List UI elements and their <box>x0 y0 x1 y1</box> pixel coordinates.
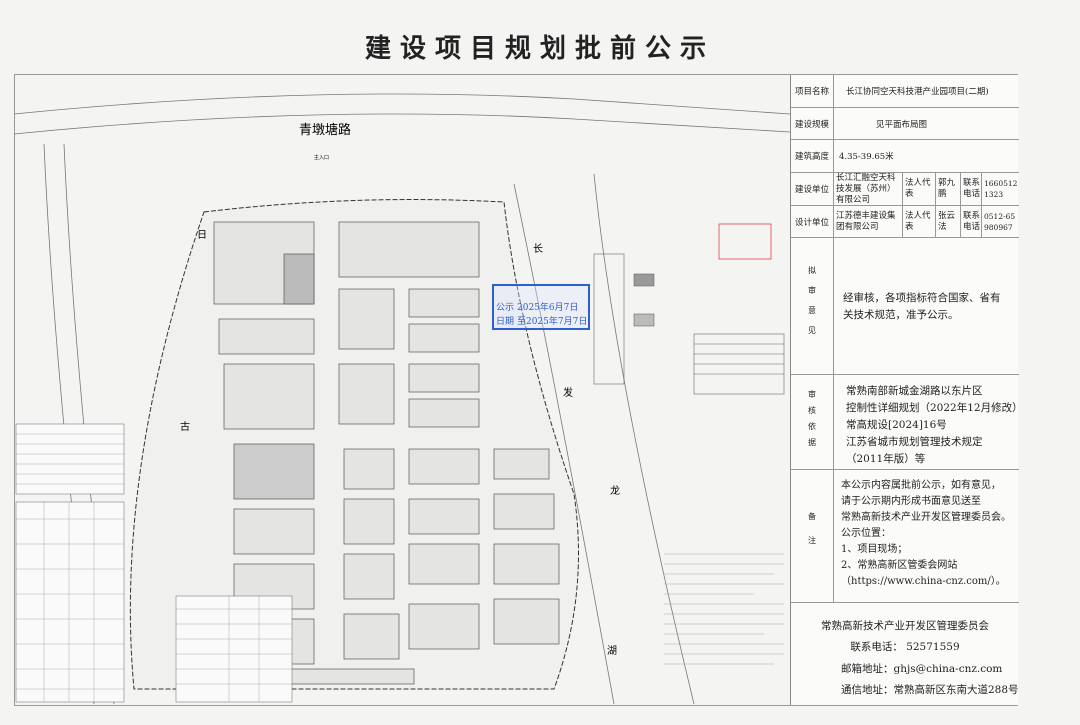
contact-address: 通信地址：常熟高新区东南大道288号 <box>841 684 1019 696</box>
notes-line: 常熟高新技术产业开发区管理委员会。 <box>841 512 1011 523</box>
stamp-label: 日期 <box>496 317 515 327</box>
side-label: 日 <box>197 230 207 241</box>
entrance-label: 主入口 <box>314 154 329 161</box>
row-height: 建筑高度 4.35-39.65米 <box>791 140 1019 173</box>
red-approval-stamp <box>718 223 772 260</box>
basis-line: 江苏省城市规划管理技术规定 <box>846 436 983 448</box>
row-opinion: 拟审意见 经审核，各项指标符合国家、省有关技术规范，准予公示。 <box>791 238 1019 375</box>
row-project-name: 项目名称 长江协同空天科技港产业园项目(二期) <box>791 75 1019 108</box>
notes-line: 请于公示期内形成书面意见送至 <box>841 496 981 507</box>
project-name: 长江协同空天科技港产业园项目(二期) <box>846 87 989 97</box>
contact-phone: 联系电话： 52571559 <box>850 641 960 653</box>
basis-line: 常熟南部新城金湖路以东片区 <box>846 385 983 397</box>
publicity-date-stamp: 公示 日期 2025年6月7日 至2025年7月7日 <box>492 284 590 330</box>
designer-rep: 张云法 <box>936 206 961 237</box>
designer: 江苏德丰建设集团有限公司 <box>834 206 903 237</box>
page-title: 建设项目规划批前公示 <box>364 34 715 64</box>
stamp-to-date: 至2025年7月7日 <box>517 317 588 327</box>
side-label: 长 <box>533 243 543 255</box>
label: 法人代表 <box>903 206 936 237</box>
site-plan-map: 青墩塘路 主入口 日 古 长 发 龙 湖 <box>14 93 790 705</box>
row-designer: 设计单位 江苏德丰建设集团有限公司 法人代表 张云法 联系电话 0512-659… <box>791 206 1019 238</box>
stamp-label: 公示 <box>496 303 515 313</box>
building-blocks <box>213 221 560 685</box>
label: 联系电话 <box>961 173 982 205</box>
notes-line: 公示位置： <box>841 528 891 539</box>
label: 建筑高度 <box>791 140 834 172</box>
info-panel: 项目名称 长江协同空天科技港产业园项目(二期) 建设规模 见平面布局图 建筑高度… <box>790 75 1023 705</box>
basis-line: 控制性详细规划（2022年12月修改） <box>846 402 1023 414</box>
notes-line: 本公示内容属批前公示，如有意见， <box>841 480 1001 491</box>
side-label: 龙 <box>610 484 620 497</box>
label: 联系电话 <box>961 206 982 237</box>
row-scale: 建设规模 见平面布局图 <box>791 108 1019 140</box>
label: 拟审意见 <box>791 238 834 374</box>
stamp-from-date: 2025年6月7日 <box>517 303 579 313</box>
contact-email[interactable]: 邮箱地址：ghjs@china-cnz.com <box>841 663 1003 675</box>
label: 备注 <box>791 470 834 602</box>
row-notes: 备注 本公示内容属批前公示，如有意见， 请于公示期内形成书面意见送至 常熟高新技… <box>791 470 1019 603</box>
label: 法人代表 <box>903 173 936 205</box>
legend-table <box>593 253 785 395</box>
notes-text-lines <box>664 553 784 665</box>
basis-line: （2011年版）等 <box>846 453 926 465</box>
label: 设计单位 <box>791 206 834 237</box>
builder-rep: 郭九鹏 <box>936 173 961 205</box>
side-label: 湖 <box>607 645 617 657</box>
stats-table-left <box>15 423 293 703</box>
opinion: 经审核，各项指标符合国家、省有关技术规范，准予公示。 <box>843 292 1001 321</box>
organization: 常熟高新技术产业开发区管理委员会 <box>821 620 989 632</box>
scale: 见平面布局图 <box>876 119 928 130</box>
designer-phone: 0512-65980967 <box>984 211 1016 232</box>
side-label: 古 <box>180 420 190 433</box>
row-builder: 建设单位 长江汇融空天科技发展（苏州）有限公司 法人代表 郭九鹏 联系电话 16… <box>791 173 1019 206</box>
height: 4.35-39.65米 <box>839 152 894 162</box>
notes-line: 2、常熟高新区管委会网站 <box>841 560 958 571</box>
row-basis: 审核依据 常熟南部新城金湖路以东片区 控制性详细规划（2022年12月修改） 常… <box>791 375 1023 470</box>
label: 建设单位 <box>791 173 834 205</box>
label: 审核依据 <box>791 375 834 469</box>
basis-line: 常高规设[2024]16号 <box>846 419 947 431</box>
notes-link[interactable]: （https://www.china-cnz.com/）。 <box>841 576 1006 587</box>
side-label: 发 <box>563 386 573 399</box>
stats-table-lines <box>16 433 292 702</box>
builder-phone: 16605121323 <box>984 179 1018 199</box>
label: 项目名称 <box>791 75 834 107</box>
road-name: 青墩塘路 <box>299 122 351 138</box>
builder: 长江汇融空天科技发展（苏州）有限公司 <box>834 173 903 205</box>
notes-line: 1、项目现场； <box>841 544 908 555</box>
label: 建设规模 <box>791 108 834 139</box>
